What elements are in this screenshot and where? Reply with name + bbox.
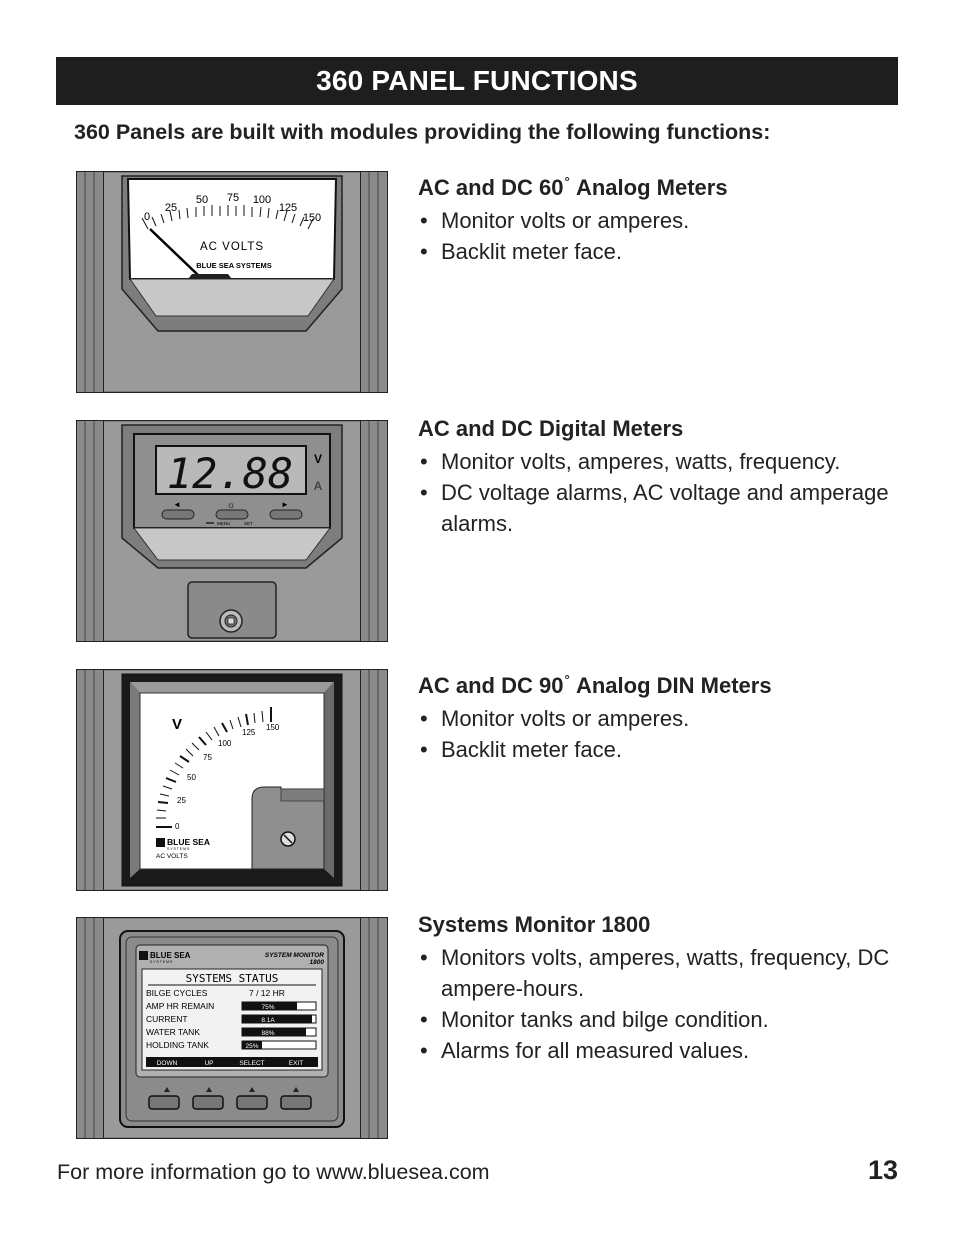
right-button[interactable]	[269, 509, 303, 520]
up-button[interactable]	[192, 1095, 224, 1110]
screen-title: SYSTEMS STATUS	[186, 972, 279, 985]
bullet-item: Backlit meter face.	[418, 236, 918, 267]
status-row-value: 88%	[261, 1030, 274, 1037]
bullet-item: Backlit meter face.	[418, 734, 918, 765]
page-number: 13	[867, 1155, 898, 1185]
softkey-label: DOWN	[157, 1060, 178, 1067]
footer-info: For more information go to www.bluesea.c…	[57, 1160, 490, 1184]
meter-scale-50: 50	[187, 773, 196, 782]
select-button[interactable]	[236, 1095, 268, 1110]
status-bars	[241, 1001, 317, 1050]
page-title: 360 PANEL FUNCTIONS	[316, 65, 638, 96]
set-label: SET	[244, 521, 253, 526]
left-button[interactable]	[161, 509, 195, 520]
unit-a-indicator: A	[314, 479, 323, 493]
status-row-label: WATER TANK	[146, 1027, 200, 1037]
brightness-icon: ☼	[226, 500, 235, 511]
meter-scale-25: 25	[177, 796, 186, 805]
status-row-value: 7 / 12 HR	[249, 988, 285, 998]
monitor-brand-sub: S Y S T E M S	[150, 960, 173, 964]
softkey-label: UP	[204, 1060, 213, 1067]
softkey-arrow-icons	[164, 1087, 299, 1092]
meter-scale-100: 100	[218, 739, 232, 748]
bullet-item: Monitor tanks and bilge condition.	[418, 1004, 918, 1035]
section-banner: 360 PANEL FUNCTIONS	[56, 57, 898, 105]
bullet-item: Monitors volts, amperes, watts, frequenc…	[418, 942, 918, 1004]
monitor-model: SYSTEM MONITOR	[265, 952, 324, 959]
bullet-item: Alarms for all measured values.	[418, 1035, 918, 1066]
meter-unit: V	[172, 716, 182, 733]
meter-label: AC VOLTS	[200, 241, 264, 253]
meter-scale-0: 0	[175, 822, 180, 831]
left-arrow-icon: ◄	[173, 500, 181, 509]
digital-readout: 12.88	[167, 449, 293, 498]
meter-scale-25: 25	[165, 202, 177, 214]
bullet-item: Monitor volts or amperes.	[418, 703, 918, 734]
meter-scale-100: 100	[253, 194, 271, 206]
analog-meter-60-illustration: 0 25 50 75 100 125 150 AC VOLTS BLUE SEA…	[76, 171, 388, 393]
meter-scale-75: 75	[227, 192, 239, 204]
meter-scale-150: 150	[303, 212, 321, 224]
down-button[interactable]	[148, 1095, 180, 1110]
section-din-90: AC and DC 90° Analog DIN Meters Monitor …	[418, 666, 918, 765]
meter-scale-0: 0	[144, 211, 150, 223]
status-row-label: AMP HR REMAIN	[146, 1001, 214, 1011]
softkey-label: SELECT	[239, 1060, 264, 1067]
section-digital: AC and DC Digital Meters Monitor volts, …	[418, 415, 918, 539]
status-row-value: 8.1A	[261, 1017, 275, 1024]
status-row-label: HOLDING TANK	[146, 1040, 209, 1050]
meter-needle	[149, 228, 199, 276]
meter-scale-125: 125	[279, 202, 297, 214]
section-title: AC and DC 60° Analog Meters	[418, 174, 728, 200]
status-row-label: BILGE CYCLES	[146, 988, 208, 998]
meter-scale-125: 125	[242, 728, 256, 737]
exit-button[interactable]	[280, 1095, 312, 1110]
meter-scale-50: 50	[196, 194, 208, 206]
brightness-button[interactable]	[215, 509, 249, 520]
meter-brand: BLUE SEA	[167, 837, 210, 847]
section-title: AC and DC 90° Analog DIN Meters	[418, 672, 772, 698]
section-title: Systems Monitor 1800	[418, 912, 651, 937]
digital-meter-illustration: 12.88 V A ◄ ☼ ► MENU SET	[76, 420, 388, 642]
unit-v-indicator: V	[314, 452, 322, 466]
section-systems-monitor: Systems Monitor 1800 Monitors volts, amp…	[418, 911, 918, 1066]
meter-brand: BLUE SEA SYSTEMS	[196, 261, 272, 270]
meter-brand-sub: S Y S T E M S	[167, 847, 190, 851]
softkey-label: EXIT	[289, 1060, 303, 1067]
din-meter-90-illustration: V 0 25 50 75 100 125 150 BLUE SEA S Y S …	[76, 669, 388, 891]
meter-scale-75: 75	[203, 753, 212, 762]
brand-logo-icon	[156, 838, 165, 847]
monitor-model-number: 1800	[310, 959, 325, 966]
bullet-item: Monitor volts, amperes, watts, frequency…	[418, 446, 918, 477]
meter-label: AC VOLTS	[156, 853, 188, 860]
right-arrow-icon: ►	[281, 500, 289, 509]
bullet-item: Monitor volts or amperes.	[418, 205, 918, 236]
status-row-value: 25%	[245, 1043, 258, 1050]
meter-scale-150: 150	[266, 723, 280, 732]
brand-logo-icon	[139, 951, 148, 960]
intro-text: 360 Panels are built with modules provid…	[74, 120, 771, 144]
section-analog-60: AC and DC 60° Analog Meters Monitor volt…	[418, 168, 918, 267]
menu-label: MENU	[217, 521, 230, 526]
monitor-brand: BLUE SEA	[150, 951, 191, 960]
bullet-item: DC voltage alarms, AC voltage and ampera…	[418, 477, 918, 539]
status-row-value: 75%	[261, 1004, 274, 1011]
section-title: AC and DC Digital Meters	[418, 416, 684, 441]
systems-monitor-illustration: BLUE SEA S Y S T E M S SYSTEM MONITOR 18…	[76, 917, 388, 1139]
meter-scale-ticks	[141, 205, 314, 230]
status-row-label: CURRENT	[146, 1014, 188, 1024]
